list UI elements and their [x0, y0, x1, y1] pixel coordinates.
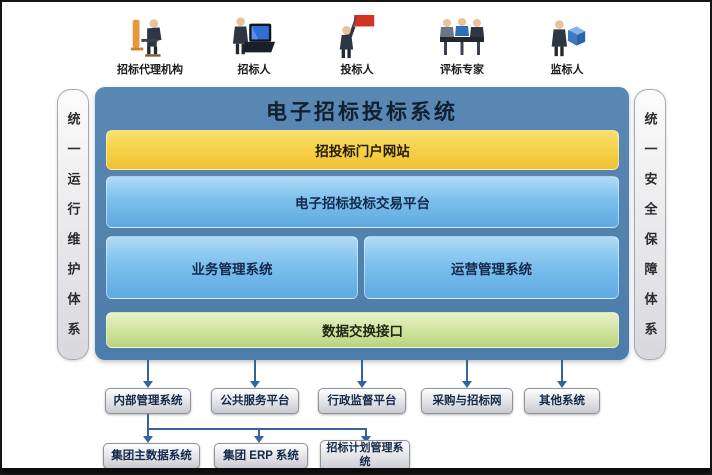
external-system-box: 其他系统: [524, 388, 600, 414]
system-title: 电子招标投标系统: [266, 101, 458, 124]
experts-meeting-icon: [438, 10, 486, 60]
internal-system-label: 集团主数据系统: [111, 449, 192, 462]
external-system-box: 采购与招标网: [421, 388, 513, 414]
portal-website-layer: 招投标门户网站: [106, 130, 619, 170]
connector-line: [147, 428, 367, 430]
external-system-box: 行政监督平台: [318, 388, 406, 414]
actor-label: 监标人: [550, 64, 584, 76]
trading-platform-layer: 电子招标投标交易平台: [106, 176, 619, 228]
flow-arrow: [365, 430, 367, 436]
internal-system-label: 集团 ERP 系统: [223, 449, 299, 462]
flow-arrow: [361, 360, 363, 381]
actor-evaluation-experts: 评标专家: [407, 10, 517, 77]
flow-arrow: [254, 360, 256, 381]
business-management-layer: 业务管理系统: [106, 236, 358, 299]
external-system-label: 行政监督平台: [327, 394, 397, 407]
external-system-label: 内部管理系统: [113, 394, 183, 407]
internal-system-box: 集团主数据系统: [103, 443, 200, 469]
unified-security-assurance-pillar: 统一安全保障体系: [634, 89, 666, 360]
flow-arrow: [258, 430, 260, 436]
external-system-label: 采购与招标网: [432, 394, 502, 407]
actor-label: 投标人: [340, 64, 374, 76]
external-system-label: 公共服务平台: [220, 394, 290, 407]
actor-label: 招标代理机构: [117, 64, 183, 76]
external-system-box: 内部管理系统: [105, 388, 191, 414]
flow-arrow: [147, 360, 149, 381]
person-red-flag-icon: [334, 10, 380, 60]
internal-system-box: 招标计划管理系统: [320, 440, 410, 471]
unified-operation-maintenance-pillar: 统一运行维护体系: [57, 89, 89, 360]
internal-system-label: 招标计划管理系统: [326, 441, 404, 468]
actor-label: 招标人: [237, 64, 271, 76]
flow-arrow: [561, 360, 563, 381]
actor-bid-supervisor: 监标人: [512, 10, 622, 77]
external-system-label: 其他系统: [539, 394, 585, 407]
bottom-frame-bar: [2, 468, 710, 473]
person-parcel-icon: [544, 10, 590, 60]
pillar-label: 统一安全保障体系: [642, 111, 658, 352]
actor-label: 评标专家: [440, 64, 484, 76]
actor-bidding-agency: 招标代理机构: [95, 10, 205, 77]
ebidding-system-panel: 电子招标投标系统 招投标门户网站 电子招标投标交易平台 业务管理系统 运营管理系…: [95, 87, 629, 360]
internal-system-box: 集团 ERP 系统: [214, 443, 308, 469]
actor-tenderer: 招标人: [199, 10, 309, 77]
operation-management-layer: 运营管理系统: [364, 236, 619, 299]
external-system-box: 公共服务平台: [211, 388, 299, 414]
person-laptop-icon: [231, 10, 277, 60]
pillar-label: 统一运行维护体系: [65, 111, 81, 352]
agency-desk-icon: [127, 10, 173, 60]
connector-line: [147, 414, 149, 430]
actor-bidder: 投标人: [302, 10, 412, 77]
data-exchange-layer: 数据交换接口: [106, 312, 619, 348]
flow-arrow: [147, 430, 149, 436]
flow-arrow: [466, 360, 468, 381]
